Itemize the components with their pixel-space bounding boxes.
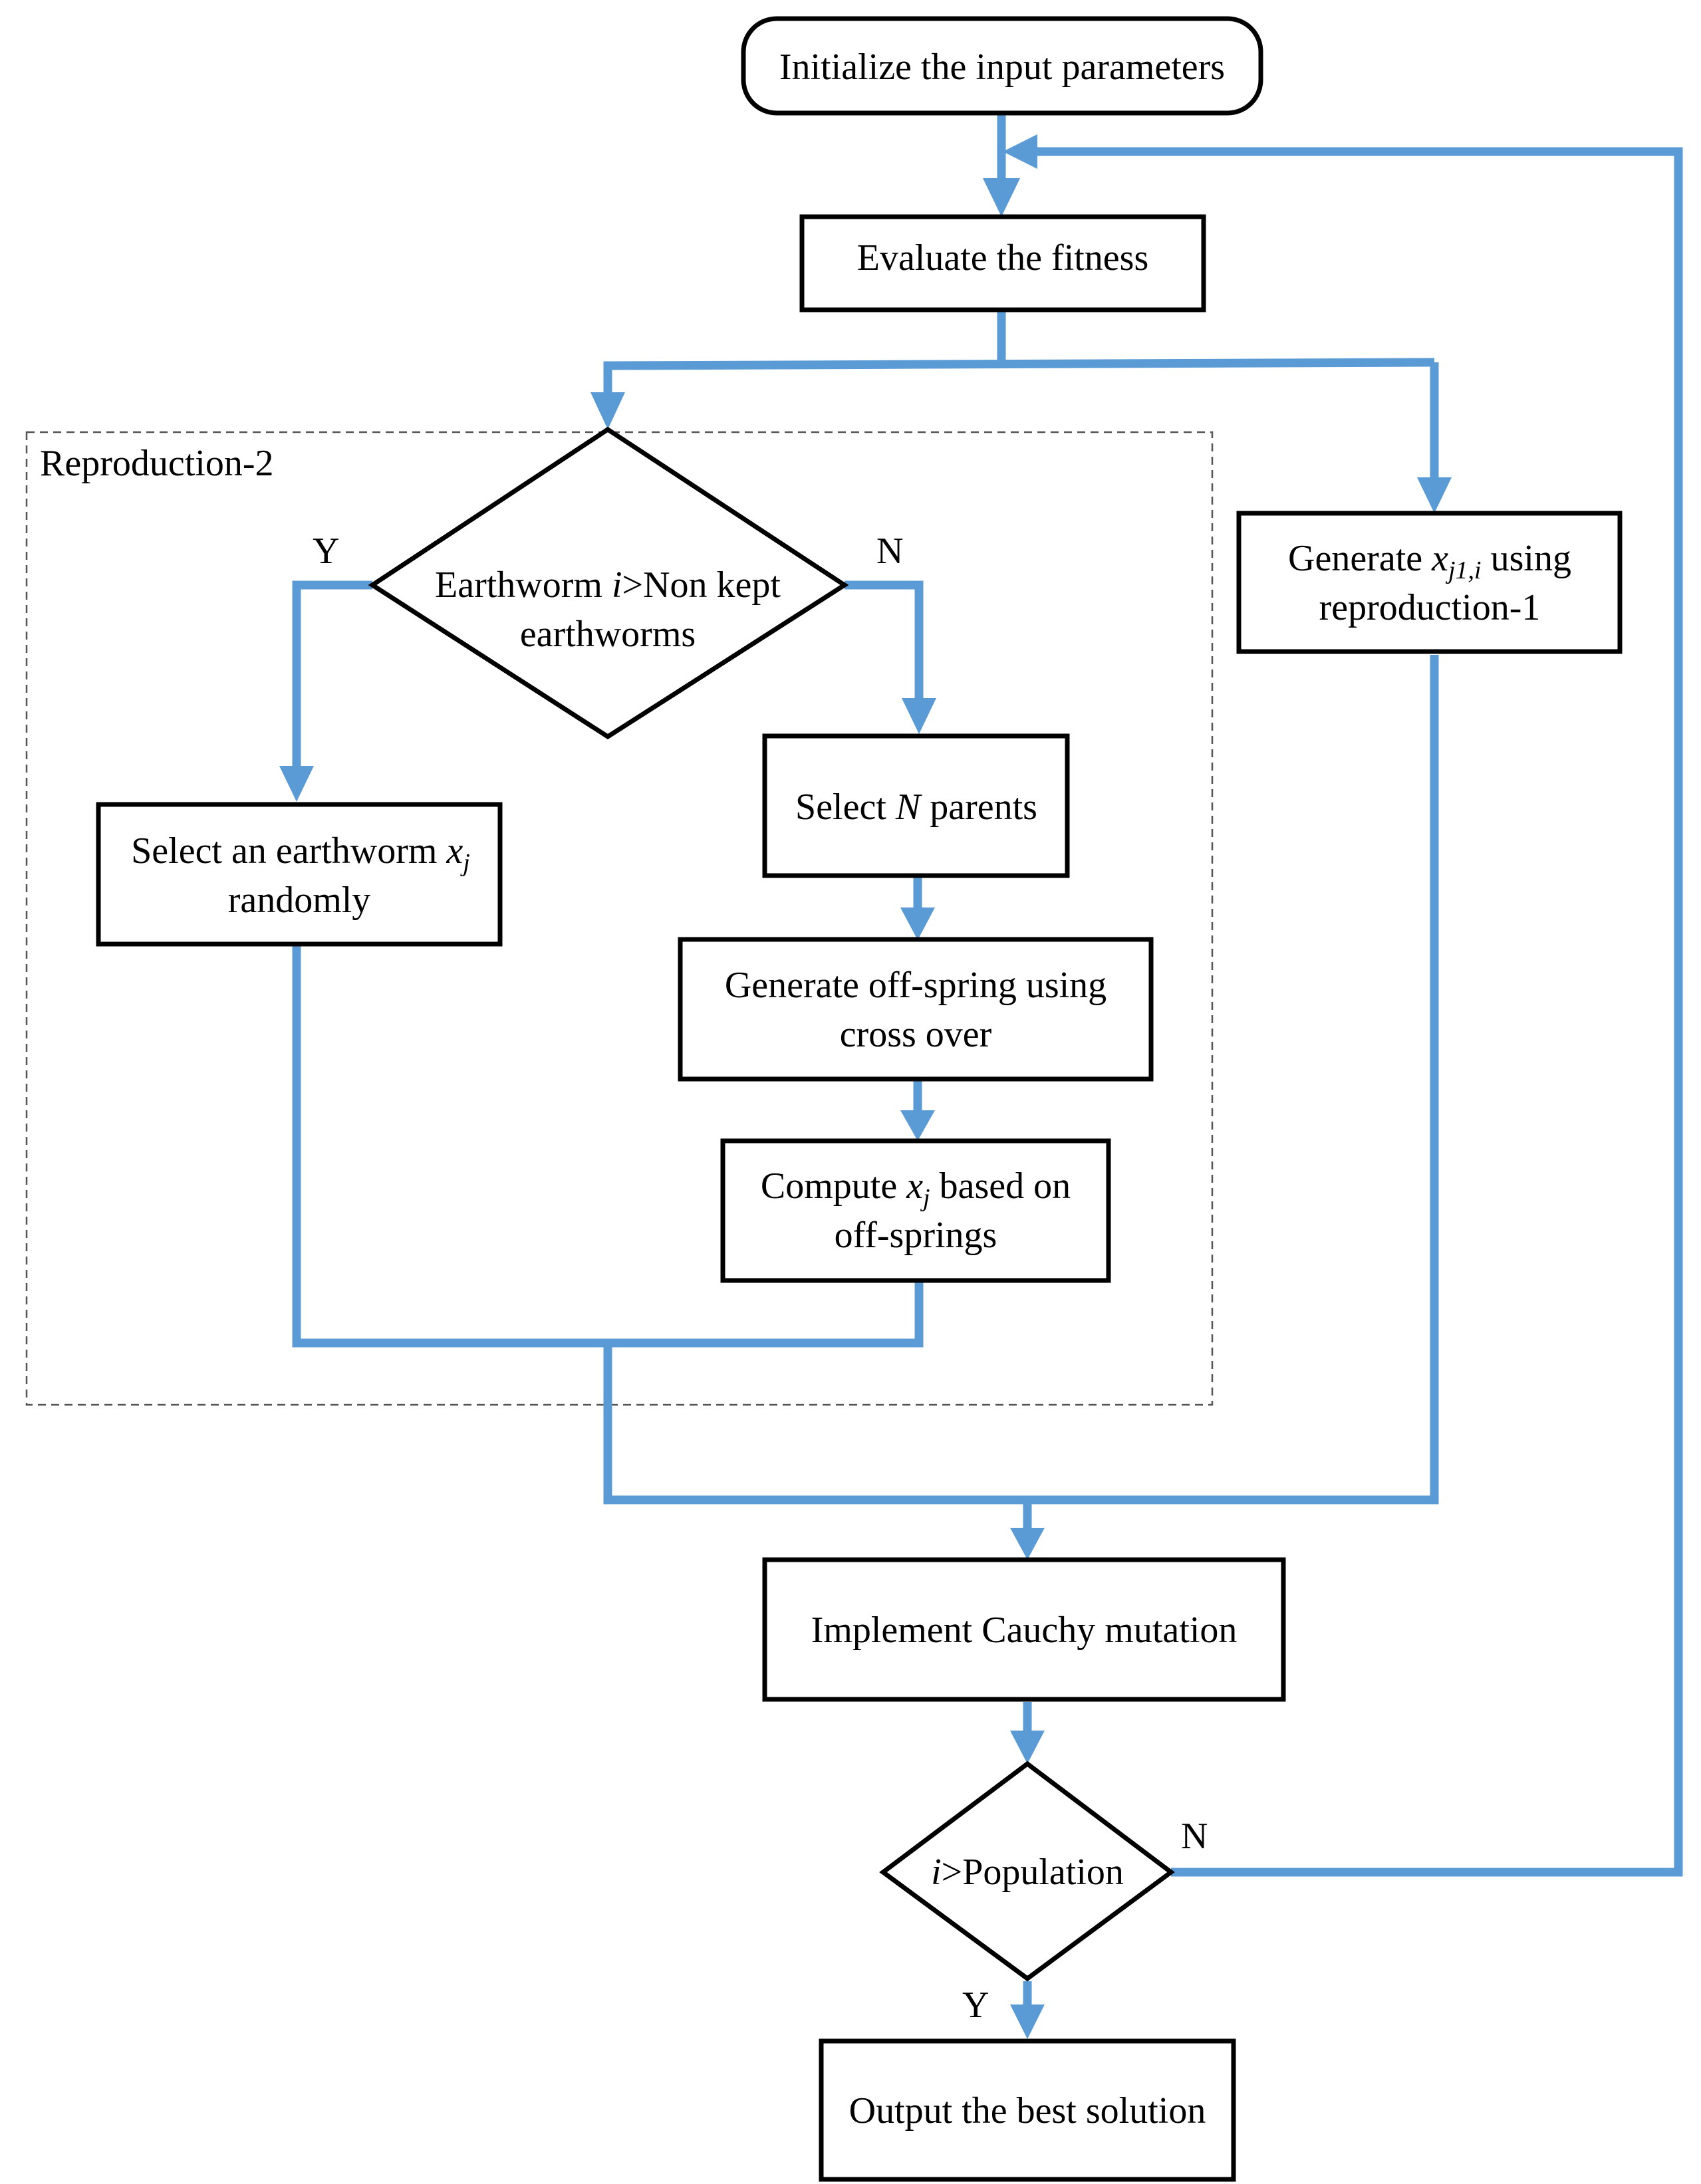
arrowhead: [983, 178, 1020, 217]
node-select-random-line2: randomly: [228, 880, 371, 921]
edge-merge-down: [603, 1343, 1027, 1505]
node-initialize-label: Initialize the input parameters: [779, 47, 1225, 88]
arrowhead: [1010, 1731, 1045, 1764]
node-reproduction1-line2: reproduction-1: [1319, 587, 1541, 628]
edge-random-to-merge: [292, 945, 608, 1348]
arrowhead: [1003, 134, 1037, 169]
decision-population: i>Population: [879, 1760, 1175, 1982]
decision-population-label: i>Population: [931, 1852, 1124, 1893]
node-evaluate: Evaluate the fitness: [799, 214, 1206, 312]
reproduction2-group: Reproduction-2: [25, 431, 1214, 1406]
edge-decision1-no: [845, 580, 924, 698]
node-compute-xj: Compute xj based on off-springs: [720, 1138, 1111, 1283]
node-generate-offspring: Generate off-spring using cross over: [678, 937, 1154, 1082]
decision2-yes-label: Y: [962, 1985, 989, 2026]
edge-compute-to-merge: [608, 1282, 924, 1348]
node-generate-offspring-line1: Generate off-spring using: [725, 965, 1107, 1006]
arrowhead: [902, 698, 936, 734]
arrowhead: [1010, 2004, 1045, 2039]
node-select-random: Select an earthworm xj randomly: [96, 802, 503, 947]
node-generate-offspring-line2: cross over: [840, 1014, 992, 1055]
node-compute-xj-line1: Compute xj based on: [761, 1165, 1071, 1212]
edge-loop-back: [1037, 147, 1683, 1877]
decision-non-kept: Earthworm i>Non kept earthworms: [368, 426, 849, 740]
node-reproduction1: Generate xj1,i using reproduction-1: [1236, 511, 1623, 654]
decision1-no-label: N: [876, 531, 903, 572]
node-output: Output the best solution: [819, 2038, 1236, 2182]
decision1-yes-label: Y: [313, 531, 339, 572]
decision-non-kept-line1: Earthworm i>Non kept: [435, 564, 781, 606]
arrowhead: [1010, 1528, 1045, 1560]
node-cauchy: Implement Cauchy mutation: [762, 1557, 1286, 1702]
node-evaluate-label: Evaluate the fitness: [857, 237, 1149, 279]
node-cauchy-label: Implement Cauchy mutation: [811, 1610, 1238, 1651]
arrowhead: [279, 766, 314, 802]
node-compute-xj-line2: off-springs: [835, 1215, 997, 1256]
edge-reproduction1-down: [1027, 655, 1439, 1505]
edge-split-to-decision1: [603, 358, 1435, 392]
node-select-parents: Select N parents: [762, 733, 1070, 878]
node-select-parents-label: Select N parents: [795, 787, 1037, 828]
arrowhead: [1417, 477, 1452, 513]
arrowhead: [590, 392, 625, 429]
decision-non-kept-line2: earthworms: [520, 614, 696, 655]
reproduction2-label: Reproduction-2: [40, 443, 273, 484]
arrowhead: [900, 1110, 935, 1141]
arrowhead: [900, 908, 935, 940]
edge-decision1-yes: [292, 580, 372, 766]
decision2-no-label: N: [1181, 1816, 1208, 1857]
node-select-random-line1: Select an earthworm xj: [131, 830, 470, 877]
node-reproduction1-line1: Generate xj1,i using: [1288, 538, 1571, 584]
connectors: [279, 113, 1683, 2039]
node-initialize: Initialize the input parameters: [741, 16, 1263, 116]
node-output-label: Output the best solution: [849, 2090, 1206, 2131]
